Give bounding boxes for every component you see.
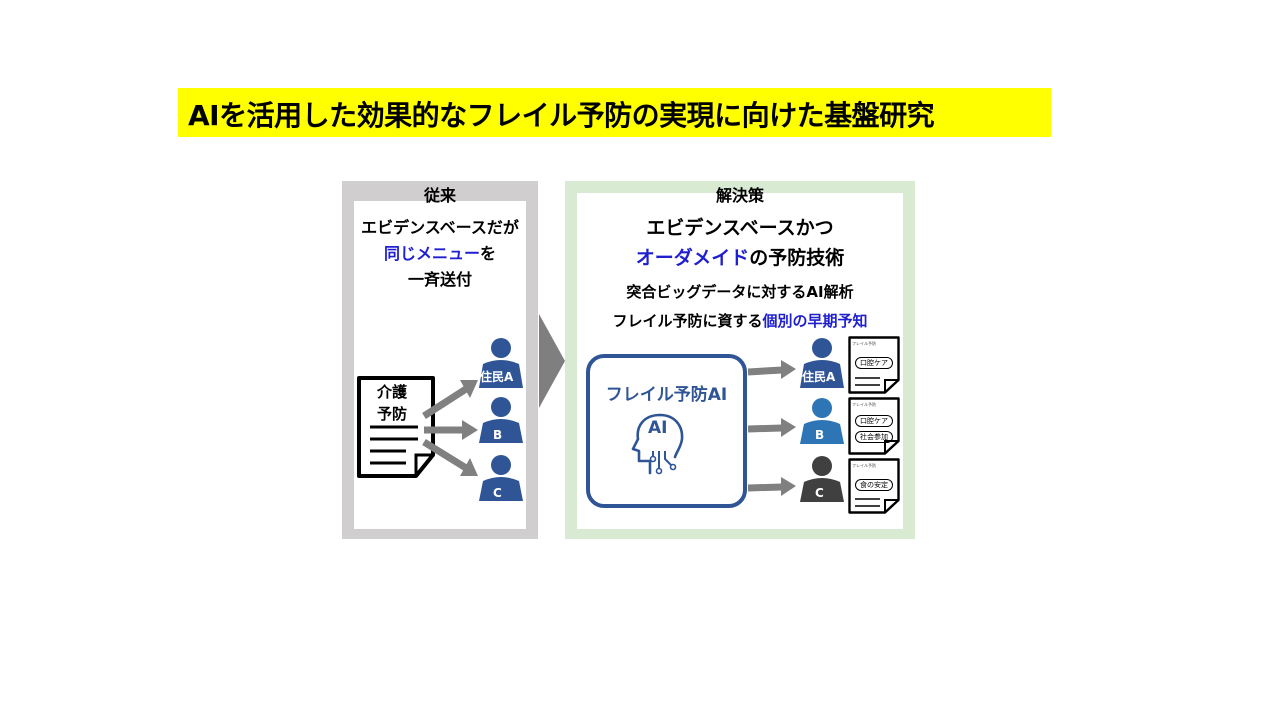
recommendation-card-a bbox=[848, 336, 900, 394]
card-b-item-1: 口腔ケア bbox=[855, 415, 893, 427]
page-title: AIを活用した効果的なフレイル予防の実現に向けた基盤研究 bbox=[188, 99, 935, 132]
recommendation-card-c bbox=[848, 458, 900, 514]
frailty-ai-box bbox=[586, 354, 747, 508]
resident-a-label-left: 住民A bbox=[480, 370, 514, 384]
resident-c-label-right: C bbox=[815, 486, 824, 500]
output-arrows bbox=[748, 360, 796, 496]
card-c-header: フレイル予防 bbox=[852, 463, 876, 468]
resident-c-label-left: C bbox=[493, 486, 502, 500]
card-a-item-1: 口腔ケア bbox=[855, 357, 893, 369]
document-icon bbox=[357, 376, 435, 478]
card-a-header: フレイル予防 bbox=[852, 341, 876, 346]
person-icon-a-left bbox=[479, 338, 523, 388]
right-panel-line2-rest: の予防技術 bbox=[749, 247, 845, 269]
document-label-1: 介護 bbox=[377, 383, 408, 401]
card-b-item-2: 社会参加 bbox=[855, 431, 893, 443]
person-icon-a-right bbox=[800, 338, 844, 388]
left-panel-heading: 従来 bbox=[423, 186, 456, 205]
right-panel-heading: 解決策 bbox=[715, 186, 764, 205]
person-icon-b-right bbox=[800, 398, 844, 444]
distribution-arrows bbox=[422, 380, 478, 476]
card-c-item-1: 食の安定 bbox=[855, 479, 893, 491]
frailty-ai-label: フレイル予防AI bbox=[605, 385, 728, 405]
person-icon-c-right bbox=[800, 456, 844, 502]
left-panel-line3: 一斉送付 bbox=[407, 270, 472, 289]
ai-brain-icon bbox=[631, 413, 684, 475]
right-panel-line2-highlight: オーダメイド bbox=[635, 247, 750, 269]
title-banner: AIを活用した効果的なフレイル予防の実現に向けた基盤研究 bbox=[178, 88, 1051, 137]
right-panel-line2: オーダメイドの予防技術 bbox=[565, 243, 915, 270]
ai-icon-text: AI bbox=[648, 418, 668, 438]
left-panel-line2-rest: を bbox=[480, 244, 497, 263]
left-panel-line1: エビデンスベースだが bbox=[361, 218, 519, 237]
chevron-right-icon bbox=[539, 314, 565, 408]
right-panel-line4: フレイル予防に資する個別の早期予知 bbox=[565, 310, 915, 331]
right-panel-line4-highlight: 個別の早期予知 bbox=[762, 312, 868, 330]
card-b-header: フレイル予防 bbox=[852, 402, 876, 407]
left-panel-line2: 同じメニューを bbox=[342, 240, 538, 264]
right-panel-line1: エビデンスベースかつ bbox=[646, 217, 834, 239]
left-panel-line2-highlight: 同じメニュー bbox=[383, 244, 480, 263]
document-label-2: 予防 bbox=[377, 405, 408, 423]
right-panel-line4-rest: フレイル予防に資する bbox=[612, 312, 763, 330]
resident-b-label-left: B bbox=[493, 428, 503, 442]
person-icon-b-left bbox=[479, 397, 523, 443]
right-panel-line3: 突合ビッグデータに対するAI解析 bbox=[626, 283, 854, 301]
person-icon-c-left bbox=[479, 455, 523, 501]
resident-a-label-right: 住民A bbox=[802, 370, 836, 384]
resident-b-label-right: B bbox=[815, 428, 825, 442]
